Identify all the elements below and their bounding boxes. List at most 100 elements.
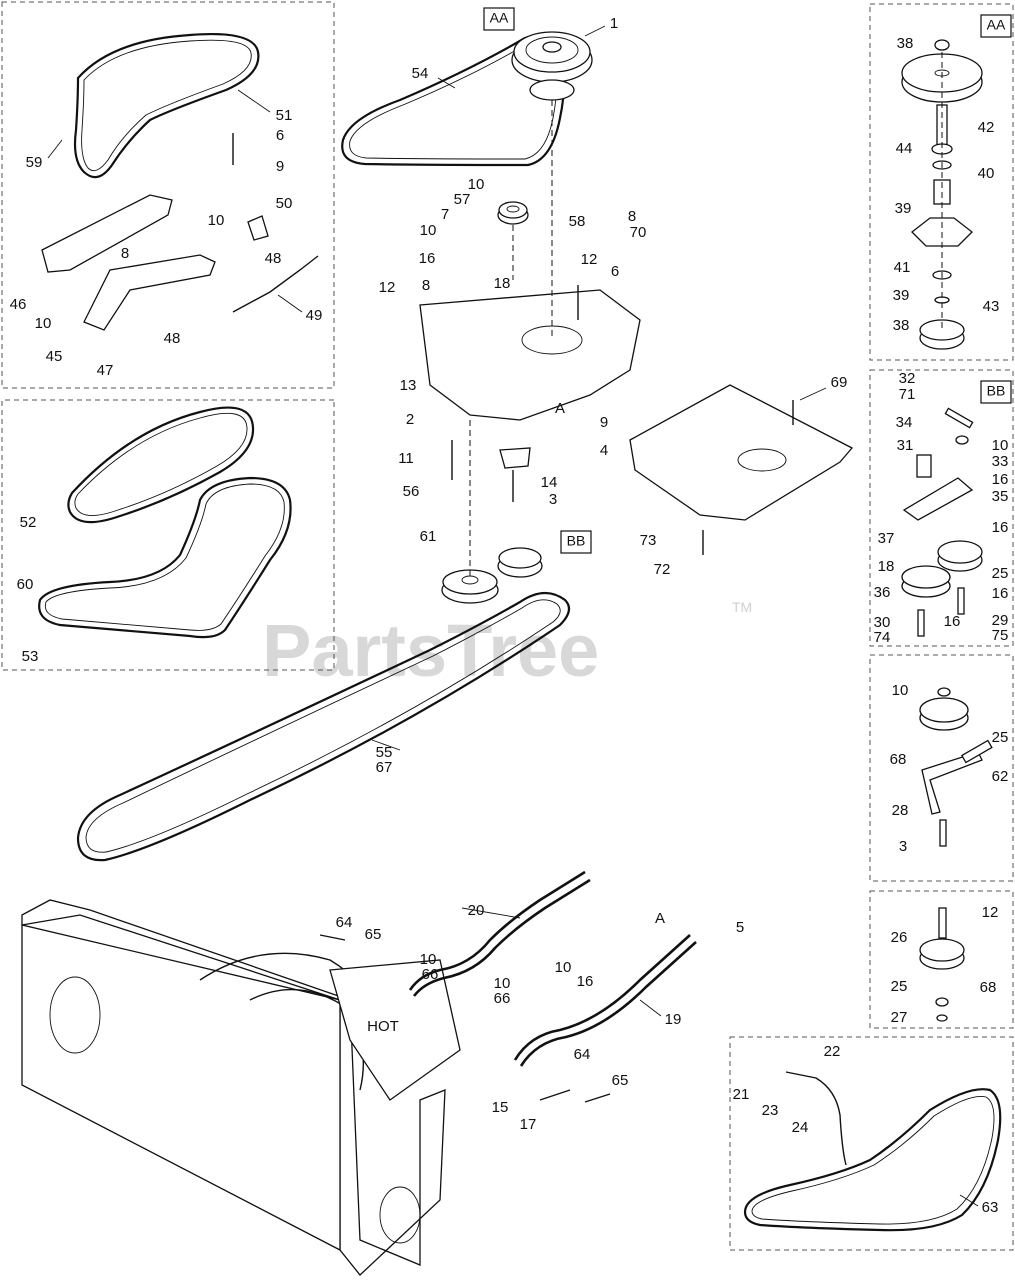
callout-label: 10: [420, 951, 437, 968]
callout-label: 65: [365, 926, 382, 943]
callout-label: 39: [893, 287, 910, 304]
callout-label: BB: [567, 533, 586, 549]
bracket-46: [41, 194, 173, 273]
callout-label: BB: [987, 383, 1006, 399]
callout-label: 50: [276, 195, 293, 212]
callout-label: 65: [612, 1072, 629, 1089]
callout-box: [560, 530, 592, 554]
brackets: [41, 194, 854, 521]
belt-51: [73, 32, 260, 179]
idler-pulley-detail: [919, 907, 965, 1022]
frame-detail-bb: [869, 369, 1014, 647]
idler-pulley-57: [497, 201, 529, 225]
callout-label: HOT: [367, 1018, 399, 1035]
spring-49: [232, 255, 319, 313]
frame-cable-belt: [729, 1036, 1014, 1251]
callout-label: A: [555, 400, 565, 417]
callout-label: 59: [26, 154, 43, 171]
callout-label: 3: [549, 491, 557, 508]
callout-label: 23: [762, 1102, 779, 1119]
callout-label: 64: [336, 914, 353, 931]
callout-label: 16: [577, 973, 594, 990]
callout-label: 64: [574, 1046, 591, 1063]
pulleys: [441, 31, 993, 1022]
frame-idler-arm: [869, 654, 1014, 882]
belt-63: [743, 1088, 1002, 1232]
callout-label: 63: [982, 1199, 999, 1216]
callout-label: 20: [468, 902, 485, 919]
watermark-tm: TM: [732, 599, 752, 615]
cable-24: [785, 1071, 847, 1166]
callout-label: 9: [276, 158, 284, 175]
callout-label: 68: [890, 751, 907, 768]
callout-label: 48: [164, 330, 181, 347]
callout-label: 18: [878, 558, 895, 575]
callout-label: 68: [980, 979, 997, 996]
detail-frames: [1, 1, 1014, 1251]
callout-box: [980, 380, 1012, 404]
callout-label: 75: [992, 627, 1009, 644]
callout-label: AA: [987, 17, 1006, 33]
callout-label: 61: [420, 528, 437, 545]
callout-label: 12: [379, 279, 396, 296]
callout-label: 66: [494, 990, 511, 1007]
callout-label: 52: [20, 514, 37, 531]
callout-label: 60: [17, 576, 34, 593]
callout-label: 71: [899, 386, 916, 403]
callout-label: 10: [468, 176, 485, 193]
callout-label: 48: [265, 250, 282, 267]
belt-52: [67, 406, 255, 524]
callout-label: 10: [992, 437, 1009, 454]
callout-label: 54: [412, 65, 429, 82]
callout-label: 42: [978, 119, 995, 136]
callout-label: 2: [406, 411, 414, 428]
callout-label: 69: [831, 374, 848, 391]
callout-label: 9: [600, 414, 608, 431]
callout-label: 25: [992, 729, 1009, 746]
callout-label: 66: [422, 966, 439, 983]
callout-label: 51: [276, 107, 293, 124]
callout-label: 72: [654, 561, 671, 578]
callout-label: 7: [441, 206, 449, 223]
callout-label: 43: [983, 298, 1000, 315]
callout-label: 1: [610, 15, 618, 32]
callout-label: 70: [630, 224, 647, 241]
leader-lines: [47, 25, 979, 1207]
callout-label: 62: [992, 768, 1009, 785]
callout-label: 16: [944, 613, 961, 630]
main-plate-2: [419, 289, 641, 421]
callout-label: 56: [403, 483, 420, 500]
callout-label: AA: [490, 10, 509, 26]
callout-label: 30: [874, 614, 891, 631]
callout-label: 6: [276, 127, 284, 144]
callout-label: 35: [992, 488, 1009, 505]
callout-label: 34: [896, 414, 913, 431]
callout-label: 74: [874, 629, 891, 646]
callout-label: 3: [899, 838, 907, 855]
auger-housing: [21, 899, 461, 1276]
callout-label: 16: [419, 250, 436, 267]
callout-label: 12: [982, 904, 999, 921]
callout-label: 73: [640, 532, 657, 549]
callout-label: 24: [792, 1119, 809, 1136]
callout-label: 18: [494, 275, 511, 292]
callout-box: [980, 14, 1012, 38]
callout-label: 41: [894, 259, 911, 276]
callout-label: 26: [891, 929, 908, 946]
callout-label: 38: [897, 35, 914, 52]
belt-53: [38, 476, 292, 639]
callout-label: 10: [892, 682, 909, 699]
callout-label: 58: [569, 213, 586, 230]
lever-20: [408, 870, 586, 991]
callout-label: 55: [376, 744, 393, 761]
callout-label: 32: [899, 370, 916, 387]
callout-label: 8: [628, 208, 636, 225]
callout-label: 14: [541, 474, 558, 491]
callout-label: 15: [492, 1099, 509, 1116]
callout-label: 67: [376, 759, 393, 776]
callout-label: 53: [22, 648, 39, 665]
callout-label: 16: [992, 519, 1009, 536]
callout-label: 29: [992, 612, 1009, 629]
